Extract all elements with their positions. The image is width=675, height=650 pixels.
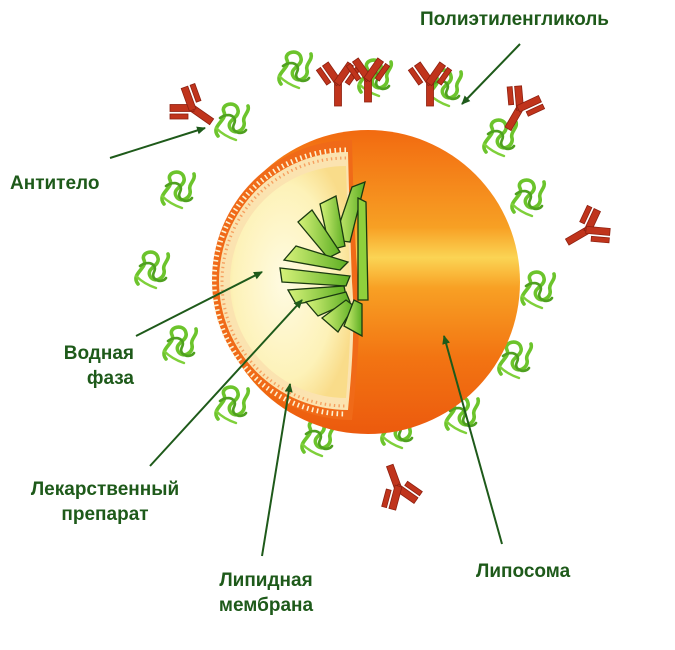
peg-coil-icon (134, 250, 171, 290)
arrow-antibody (109, 126, 206, 159)
peg-coil-icon (162, 325, 199, 365)
arrow-drug (149, 299, 303, 467)
label-membrane-line1: Липидная (219, 570, 313, 591)
peg-coil-icon (277, 50, 314, 90)
arrow-liposome (442, 335, 503, 545)
arrow-membrane (261, 383, 293, 557)
label-drug-line1: Лекарственный (30, 479, 180, 500)
pointer-arrows (109, 43, 521, 557)
arrow-peg (461, 43, 521, 105)
label-liposome: Липосома (476, 561, 571, 582)
label-drug-line2: препарат (61, 504, 149, 525)
peg-coil-icon (214, 385, 251, 425)
peg-coil-icon (214, 102, 251, 142)
arrow-aqueous (135, 271, 263, 337)
antibody-icon (369, 457, 426, 515)
label-antibody: Антитело (10, 173, 100, 194)
peg-coil-icon (520, 270, 557, 310)
peg-coil-icon (510, 178, 547, 218)
label-aqueous-line2: фаза (86, 368, 134, 389)
antibody-icon (556, 200, 617, 262)
label-aqueous-line1: Водная (63, 343, 134, 364)
drug-crystal-icon (279, 180, 369, 338)
label-membrane-line2: мембрана (218, 595, 314, 616)
label-peg: Полиэтиленгликоль (420, 9, 609, 30)
peg-coil-icon (160, 170, 197, 210)
